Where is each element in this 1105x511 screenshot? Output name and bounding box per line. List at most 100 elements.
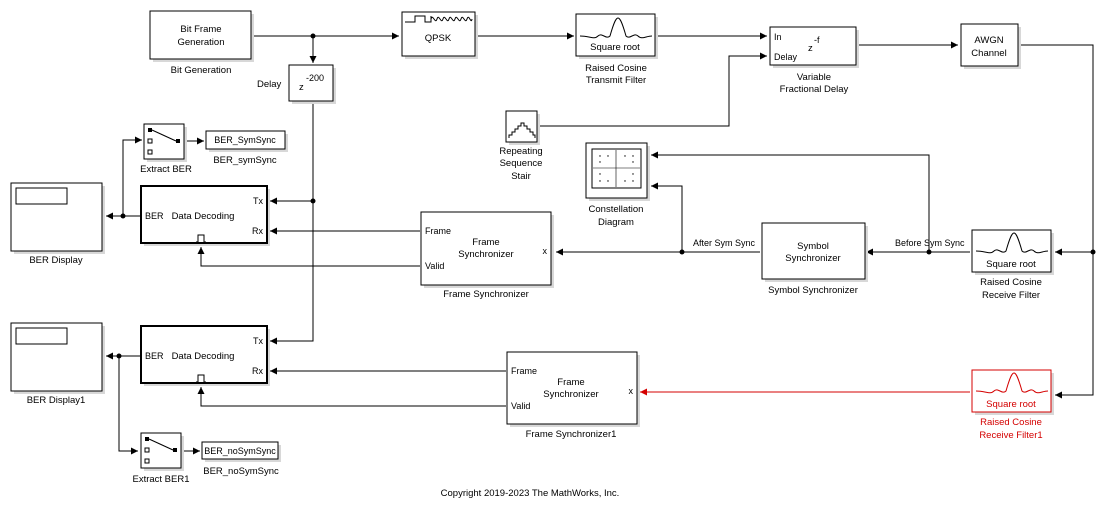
extract-ber-block[interactable]: Extract BER — [140, 123, 192, 175]
branch-point — [310, 33, 316, 39]
frame-sync1-title-line2: Synchronizer — [543, 389, 598, 400]
wire-awgn-to-rcrx1[interactable] — [1019, 44, 1094, 399]
rc-transmit-filter-block[interactable]: Square root Raised Cosine Transmit Filte… — [575, 13, 658, 86]
extract-ber-caption: Extract BER — [140, 164, 192, 175]
rc-rx1-caption-line1: Raised Cosine — [980, 417, 1042, 428]
switch-input-3 — [144, 458, 150, 464]
switch-lever-icon — [151, 129, 177, 142]
rc-receive-filter-block[interactable]: Square root Raised Cosine Receive Filter — [971, 229, 1054, 301]
frame-sync-title-line1: Frame — [472, 237, 499, 248]
wire-after-sync-to-constellation[interactable] — [651, 182, 683, 252]
frame-sync-title-line2: Synchronizer — [458, 249, 513, 260]
constellation-diagram-block[interactable]: Constellation Diagram — [585, 142, 650, 228]
variable-fractional-delay-block[interactable]: In Delay z -f Variable Fractional Delay — [769, 26, 859, 95]
delay-expr-base: z — [299, 82, 304, 93]
stair-caption-line1: Repeating — [499, 146, 542, 157]
ber-display1-caption: BER Display1 — [27, 395, 86, 406]
bit-generation-caption: Bit Generation — [171, 65, 232, 76]
bit-frame-line2: Generation — [177, 37, 224, 48]
extract-ber1-block[interactable]: Extract BER1 — [132, 432, 190, 485]
symbol-synchronizer-block[interactable]: Symbol Synchronizer Symbol Synchronizer — [761, 222, 868, 296]
awgn-line1: AWGN — [974, 35, 1003, 46]
branch-point — [679, 249, 685, 255]
bit-frame-line1: Bit Frame — [180, 24, 221, 35]
wire-before-sync-to-constellation[interactable] — [651, 151, 930, 252]
delay-expr-sup: -200 — [306, 73, 324, 83]
bit-generation-block[interactable]: Bit Frame Generation Bit Generation — [149, 10, 254, 76]
frame-synchronizer-block[interactable]: Frame Frame Synchronizer Valid x Frame S… — [420, 211, 554, 300]
data-decoding-port-tx: Tx — [253, 196, 263, 206]
switch-input-3 — [147, 149, 153, 155]
rc-tx-label: Square root — [590, 42, 640, 53]
data-decoding2-block[interactable]: BER Data Decoding Tx Rx — [140, 325, 270, 386]
copyright-text: Copyright 2019-2023 The MathWorks, Inc. — [441, 488, 620, 499]
data-decoding-title: Data Decoding — [172, 211, 235, 222]
constellation-caption-line2: Diagram — [598, 217, 634, 228]
ber-display-block[interactable]: BER Display — [10, 182, 105, 266]
switch-output — [176, 139, 180, 143]
stair-icon — [508, 122, 536, 138]
rc-receive-filter1-block[interactable]: Square root Raised Cosine Receive Filter… — [971, 369, 1054, 441]
delay-block[interactable]: Delay z -200 — [257, 64, 336, 104]
wire-stair-to-vardelay[interactable] — [538, 52, 767, 127]
qpsk-waveform-icon — [405, 15, 473, 23]
switch-input-2 — [147, 138, 153, 144]
rc-rx-caption-line1: Raised Cosine — [980, 277, 1042, 288]
ber-nosymsync-caption: BER_noSymSync — [203, 466, 279, 477]
ber-display1-block[interactable]: BER Display1 — [10, 322, 105, 406]
qpsk-modulator-block[interactable]: QPSK — [401, 11, 478, 59]
frame-sync1-port-valid: Valid — [511, 401, 530, 411]
extract-ber1-caption: Extract BER1 — [132, 474, 189, 485]
wire-framesync-valid[interactable] — [197, 247, 420, 267]
wire-ber1-to-extract1[interactable] — [118, 356, 138, 455]
wire-ber-to-extract[interactable] — [122, 136, 142, 216]
frame-sync1-port-frame: Frame — [511, 366, 537, 376]
wire-delay-to-tx2[interactable] — [270, 103, 314, 345]
data-decoding-block[interactable]: BER Data Decoding Tx Rx — [140, 185, 270, 246]
awgn-channel-block[interactable]: AWGN Channel — [960, 23, 1021, 69]
ber-display1-readout — [15, 327, 68, 345]
rc-rx-label: Square root — [986, 259, 1036, 270]
switch-output — [173, 448, 177, 452]
frame-sync1-caption: Frame Synchronizer1 — [526, 429, 617, 440]
rc-tx-caption-line1: Raised Cosine — [585, 63, 647, 74]
stair-caption-line3: Stair — [511, 171, 531, 182]
symbol-sync-caption: Symbol Synchronizer — [768, 285, 858, 296]
vardelay-caption-line1: Variable — [797, 72, 831, 83]
sinc-pulse-icon — [579, 17, 653, 39]
rc-rx-caption-line2: Receive Filter — [982, 290, 1040, 301]
awgn-line2: Channel — [971, 48, 1006, 59]
ber-nosymsync-goto-block[interactable]: BER_noSymSync BER_noSymSync — [201, 441, 281, 477]
vardelay-expr-base: z — [808, 43, 813, 54]
enable-port-icon — [196, 374, 206, 383]
frame-sync-caption: Frame Synchronizer — [443, 289, 529, 300]
switch-lever-icon — [148, 438, 174, 451]
switch-input-2 — [144, 447, 150, 453]
frame-synchronizer1-block[interactable]: Frame Frame Synchronizer Valid x Frame S… — [506, 351, 640, 440]
branch-point — [1090, 249, 1096, 255]
vardelay-caption-line2: Fractional Delay — [780, 84, 849, 95]
sinc-pulse-icon — [975, 372, 1049, 394]
repeating-sequence-stair-block[interactable]: Repeating Sequence Stair — [499, 110, 543, 182]
symbol-sync-title-line1: Symbol — [797, 241, 829, 252]
qpsk-label: QPSK — [425, 33, 452, 44]
switch-input-1 — [145, 437, 149, 441]
rc-tx-caption-line2: Transmit Filter — [586, 75, 646, 86]
wire-framesync1-valid[interactable] — [197, 387, 506, 407]
data-decoding2-title: Data Decoding — [172, 351, 235, 362]
data-decoding2-port-ber: BER — [145, 351, 164, 361]
data-decoding2-port-rx: Rx — [252, 366, 263, 376]
data-decoding-port-ber: BER — [145, 211, 164, 221]
ber-display-caption: BER Display — [29, 255, 83, 266]
frame-sync1-title-line1: Frame — [557, 377, 584, 388]
stair-caption-line2: Sequence — [500, 158, 543, 169]
data-decoding-port-rx: Rx — [252, 226, 263, 236]
ber-symsync-tag: BER_SymSync — [214, 135, 276, 145]
sinc-pulse-icon — [975, 232, 1049, 254]
signal-label-after-sync: After Sym Sync — [693, 238, 756, 248]
ber-display-readout — [15, 187, 68, 205]
ber-symsync-goto-block[interactable]: BER_SymSync BER_symSync — [205, 130, 288, 166]
branch-point — [310, 198, 316, 204]
frame-sync-port-valid: Valid — [425, 261, 444, 271]
